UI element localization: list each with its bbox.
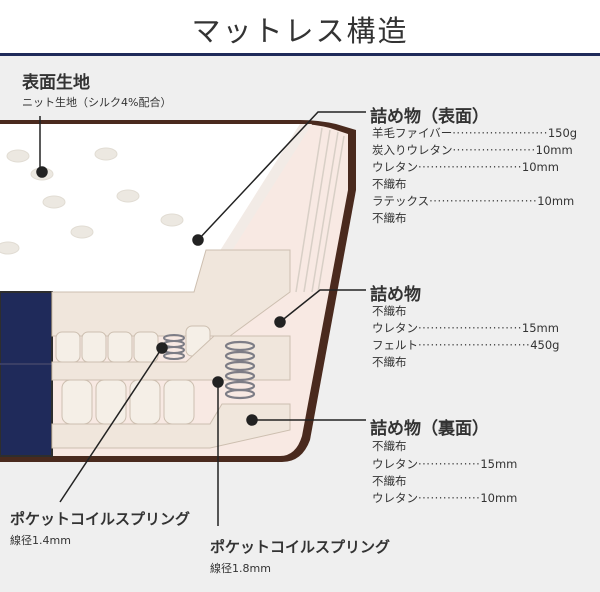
list-item: 炭入りウレタン····················10mm [372,143,573,157]
lower-filling [51,403,291,449]
list-item: ウレタン·························10mm [372,160,559,174]
title-bar: マットレス構造 [0,0,600,56]
leader-lines [36,111,366,526]
list-item: 不織布 [372,355,407,369]
navy-side-panel [0,292,52,456]
list-item: 不織布 [372,177,407,191]
list-item: ウレタン···············15mm [372,457,518,471]
list-item: 羊毛ファイバー·······················150g [372,126,578,140]
surface-heading: 表面生地 [22,73,90,93]
spring-large-detail: 線径1.8mm [210,562,271,575]
small-spring-icon [163,334,185,360]
surface-detail: ニット生地（シルク4%配合） [22,96,172,109]
top-fabric [0,124,300,292]
list-item: 不織布 [372,211,407,225]
upper-filling [51,249,291,337]
list-item: 不織布 [372,474,407,488]
edge-padding-lines [295,127,345,293]
list-item: ラテックス··························10mm [372,194,575,208]
spring-large-heading: ポケットコイルスプリング [210,538,391,556]
list-item: 不織布 [372,439,407,453]
page-title: マットレス構造 [191,14,409,48]
list-item: 不織布 [372,304,407,318]
spring-small-detail: 線径1.4mm [10,534,71,547]
list-item: ウレタン·························15mm [372,321,559,335]
small-spring-row [55,325,211,363]
large-spring-icon [224,340,256,400]
filling-bottom-heading: 詰め物（裏面） [370,419,489,439]
filling-top-heading: 詰め物（表面） [370,107,489,127]
spring-small-heading: ポケットコイルスプリング [10,510,191,528]
filling-mid-heading: 詰め物 [370,285,421,305]
list-item: フェルト···························450g [372,338,560,352]
list-item: ウレタン···············10mm [372,491,518,505]
